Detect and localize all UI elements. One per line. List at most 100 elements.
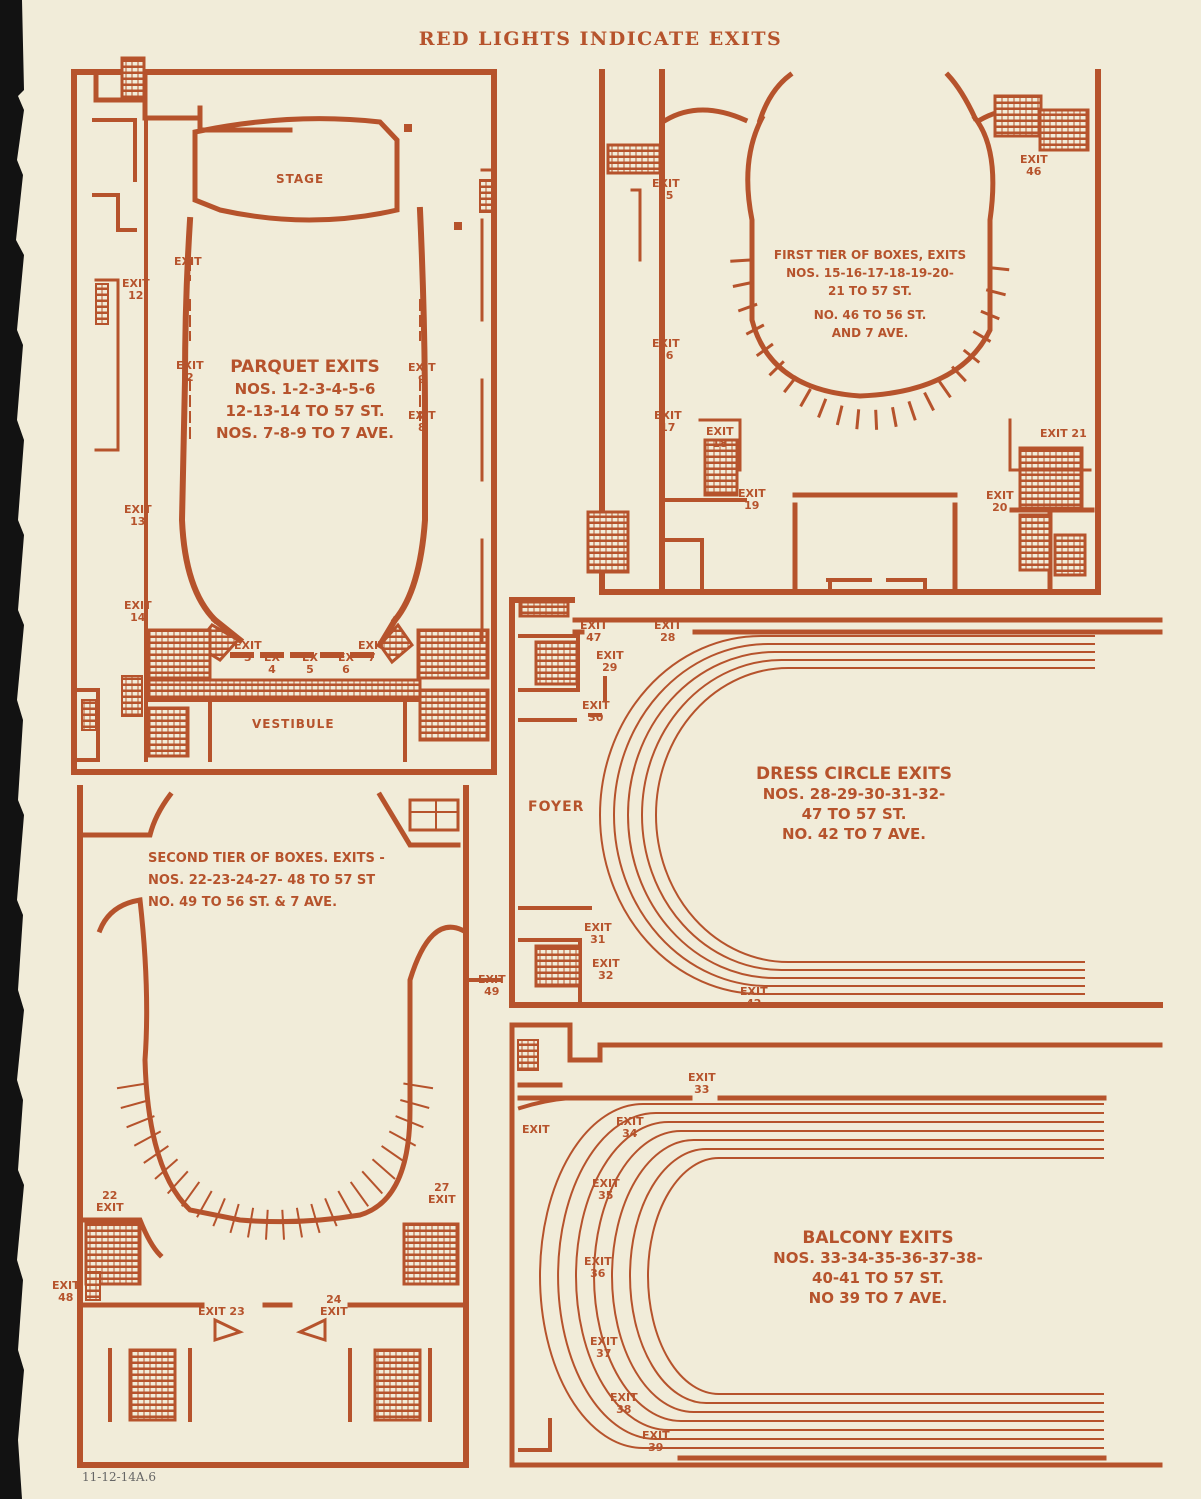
footnote: 11-12-14A.6 <box>82 1470 157 1484</box>
box-partition <box>143 1145 169 1164</box>
dress-circle-rail <box>655 667 1095 963</box>
box-partition <box>745 323 765 336</box>
box-partition <box>923 391 935 412</box>
box-partition <box>126 1115 155 1129</box>
dress-circle-rail <box>613 643 1095 987</box>
box-partition <box>349 1181 370 1207</box>
box-partition <box>737 302 758 313</box>
exit-label: EXIT 8 <box>408 409 436 434</box>
exit-label: EXIT 34 <box>616 1115 644 1140</box>
exit-label: EXIT 39 <box>642 1429 670 1454</box>
box-partition <box>755 342 774 358</box>
exit-label: EXIT 15 <box>652 177 680 202</box>
second-tier-block: SECOND TIER OF BOXES. EXITS - NOS. 22-23… <box>148 848 428 914</box>
box-partition <box>835 405 844 426</box>
box-partition <box>817 398 828 418</box>
box-partition <box>196 1190 213 1218</box>
box-partition <box>265 1209 269 1240</box>
exit-label: EXIT 19 <box>738 487 766 512</box>
dress-circle-line: NO. 42 TO 7 AVE. <box>781 825 926 843</box>
exit-label: EXIT 32 <box>592 957 620 982</box>
box-partition <box>907 400 917 421</box>
box-partition <box>381 1145 407 1164</box>
exit-label: EXIT 18 <box>706 425 734 450</box>
balcony-line: NOS. 33-34-35-36-37-38- <box>773 1249 983 1267</box>
dress-circle-line: NOS. 28-29-30-31-32- <box>762 785 946 803</box>
box-partition <box>962 348 981 364</box>
exit-label: EXIT 46 <box>1020 153 1048 178</box>
box-partition <box>212 1198 226 1227</box>
box-partition <box>799 388 812 408</box>
torn-paper-edge <box>0 0 24 1499</box>
parquet-line: 12-13-14 TO 57 ST. <box>225 402 385 420</box>
box-partition <box>324 1198 338 1227</box>
stage-label: STAGE <box>276 172 325 186</box>
balcony-heading: BALCONY EXITS <box>802 1228 954 1248</box>
exit-label: EXIT 7 <box>358 639 386 664</box>
exit-label: 22 EXIT <box>96 1189 124 1214</box>
box-partition <box>310 1203 321 1234</box>
exit-label: EXIT 49 <box>478 973 506 998</box>
box-partition <box>120 1099 150 1109</box>
box-partition <box>989 266 1010 272</box>
balcony-rail <box>593 1130 1104 1422</box>
exit-label: EXIT 16 <box>652 337 680 362</box>
parquet-heading: PARQUET EXITS <box>230 357 380 377</box>
first-tier-block: FIRST TIER OF BOXES, EXITS NOS. 15-16-17… <box>770 246 970 342</box>
box-partition <box>166 1170 189 1195</box>
box-partition <box>116 1082 147 1090</box>
exit-label: EXIT 21 <box>1040 427 1087 440</box>
exit-label: EXIT 38 <box>610 1391 638 1416</box>
parquet-plan <box>71 56 497 775</box>
second-tier-plan <box>77 785 502 1468</box>
box-partition <box>783 375 798 394</box>
box-partition <box>951 365 967 383</box>
box-partition <box>180 1181 201 1207</box>
exit-label: EXIT 9 <box>408 361 436 386</box>
box-partition <box>281 1209 285 1240</box>
balcony-rail <box>629 1148 1104 1404</box>
exit-label: EXIT 13 <box>124 503 152 528</box>
exit-label: EXIT 29 <box>596 649 624 674</box>
box-partition <box>403 1082 434 1090</box>
exit-label: EXIT 12 <box>122 277 150 302</box>
box-partition <box>874 409 879 430</box>
exit-label: EX 6 <box>338 651 354 676</box>
dress-circle-rail <box>641 659 1095 971</box>
exit-label: EXIT 28 <box>654 619 682 644</box>
box-partition <box>985 288 1006 297</box>
second-tier-line: NO. 49 TO 56 ST. & 7 AVE. <box>148 895 338 910</box>
parquet-line: NOS. 1-2-3-4-5-6 <box>234 380 376 398</box>
box-partition <box>732 280 753 288</box>
exit-label: EXIT 23 <box>198 1305 245 1318</box>
dress-circle-rail <box>627 651 1095 979</box>
exit-label: EXIT 47 <box>580 619 608 644</box>
exit-label: 27 EXIT <box>428 1181 456 1206</box>
box-partition <box>980 309 1000 321</box>
balcony-rail <box>557 1112 1104 1440</box>
vestibule-label: VESTIBULE <box>252 717 335 731</box>
box-partition <box>371 1158 396 1180</box>
balcony-plan <box>509 1022 1163 1468</box>
exit-label: EXIT 14 <box>124 599 152 624</box>
exit-label: EXIT 30 <box>582 699 610 724</box>
exit-label: EXIT 31 <box>584 921 612 946</box>
exit-label: EXIT 33 <box>688 1071 716 1096</box>
second-tier-line: NOS. 22-23-24-27- 48 TO 57 ST <box>148 873 376 888</box>
exit-label: EXIT 35 <box>592 1177 620 1202</box>
first-tier-line: NO. 46 TO 56 ST. <box>813 308 927 322</box>
balcony-block: BALCONY EXITS NOS. 33-34-35-36-37-38- 40… <box>762 1228 994 1308</box>
dress-circle-plan <box>509 597 1163 1008</box>
first-tier-line: 21 TO 57 ST. <box>828 284 912 298</box>
parquet-exits-block: PARQUET EXITS NOS. 1-2-3-4-5-6 12-13-14 … <box>200 356 410 444</box>
box-partition <box>295 1207 303 1238</box>
box-partition <box>730 258 751 263</box>
balcony-rail <box>539 1103 1104 1449</box>
exit-label: 24 EXIT <box>320 1293 348 1318</box>
exit-label: EXIT 37 <box>590 1335 618 1360</box>
dress-circle-line: 47 TO 57 ST. <box>801 805 907 823</box>
box-partition <box>891 406 898 428</box>
box-partition <box>400 1099 430 1109</box>
